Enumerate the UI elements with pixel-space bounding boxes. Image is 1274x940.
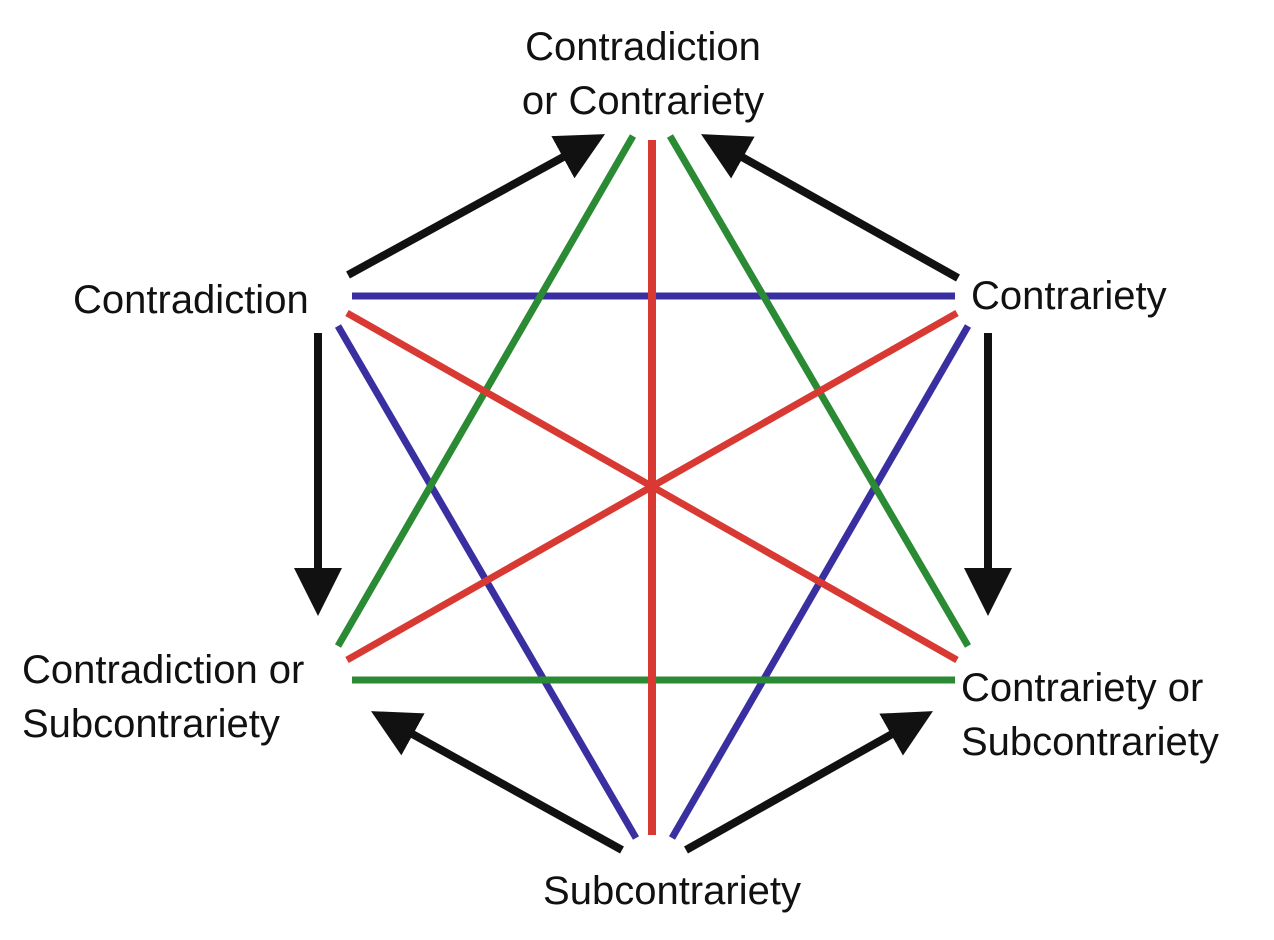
arrow-ul-to-top [346, 134, 606, 279]
node-lower-right-line1: Contrariety or [961, 666, 1204, 710]
node-lower-right-line2: Subcontrariety [961, 720, 1219, 764]
node-lower-left-label: Contradiction or Subcontrariety [22, 643, 304, 751]
node-bottom-line1: Subcontrariety [543, 869, 801, 913]
node-upper-left-label: Contradiction [73, 273, 309, 327]
arrow-b-to-lr [684, 711, 933, 854]
node-upper-right-line1: Contrariety [971, 274, 1167, 318]
arrow-ur-to-top [701, 134, 960, 282]
node-top-line2: or Contrariety [521, 79, 765, 123]
node-lower-left-line1: Contradiction or [22, 648, 305, 692]
node-upper-right-label: Contrariety [971, 269, 1167, 323]
node-top-label: Contradiction or Contrariety [493, 20, 793, 128]
node-lower-right-label: Contrariety or Subcontrariety [961, 661, 1219, 769]
node-bottom-label: Subcontrariety [522, 864, 822, 918]
red-line-ur-ll [345, 309, 959, 664]
node-upper-left-line1: Contradiction [73, 278, 309, 322]
node-lower-left-line2: Subcontrariety [22, 702, 280, 746]
node-top-line1: Contradiction [525, 25, 761, 69]
arrow-b-to-ll [370, 711, 624, 854]
